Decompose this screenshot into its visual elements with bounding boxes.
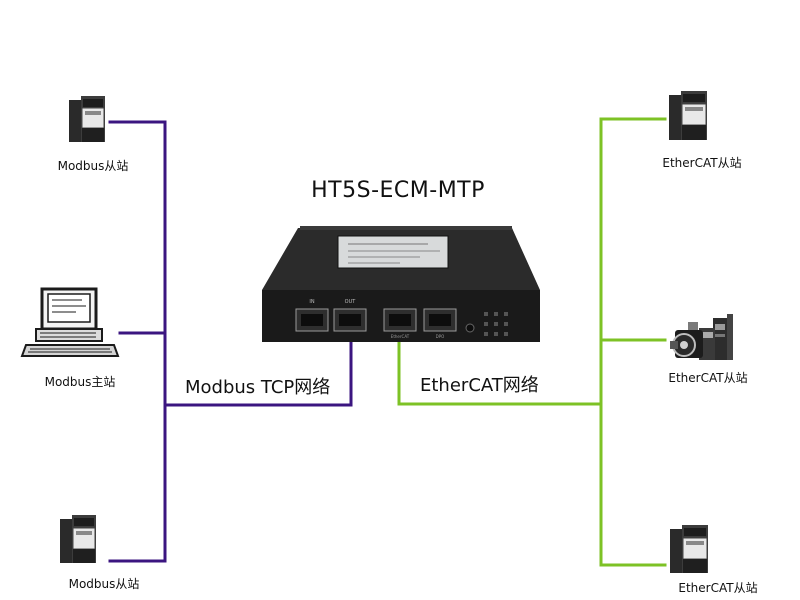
led-array — [484, 312, 508, 336]
rj45-port — [423, 308, 457, 332]
ethercat-gateway-link — [397, 335, 603, 406]
drive-module-icon — [69, 96, 105, 142]
port-label: EtherCAT — [391, 334, 410, 339]
network-label-ethercat: EtherCAT网络 — [420, 375, 539, 396]
gateway-device-icon: IN OUT EtherCAT DPO — [262, 226, 540, 342]
status-led — [465, 323, 475, 333]
drive-module-icon — [669, 91, 707, 140]
node-label-ethercat-slave-top: EtherCAT从站 — [662, 156, 742, 170]
modbus-gateway-link — [163, 335, 353, 407]
ethercat-network-lines — [397, 117, 667, 567]
rj45-port — [333, 308, 367, 332]
node-label-ethercat-slave-middle: EtherCAT从站 — [668, 371, 748, 385]
ethercat-bus-line — [599, 117, 667, 567]
modbus-bus-line — [108, 120, 167, 563]
node-label-modbus-slave-bottom: Modbus从站 — [68, 577, 140, 591]
port-label: DPO — [436, 334, 445, 339]
node-label-modbus-slave-top: Modbus从站 — [57, 159, 129, 173]
drive-module-icon — [670, 525, 708, 573]
servo-motor-icon — [670, 314, 733, 360]
rj45-port — [295, 308, 329, 332]
node-label-ethercat-slave-bottom: EtherCAT从站 — [678, 581, 758, 595]
node-label-modbus-master: Modbus主站 — [44, 375, 116, 389]
port-label: OUT — [345, 299, 357, 305]
port-label: IN — [309, 299, 314, 305]
gateway-title: HT5S-ECM-MTP — [311, 178, 485, 203]
computer-terminal-icon — [20, 287, 120, 357]
network-label-modbus-tcp: Modbus TCP网络 — [185, 377, 331, 398]
modbus-network-lines — [108, 120, 353, 563]
drive-module-icon — [60, 515, 96, 563]
rj45-port — [383, 308, 417, 332]
